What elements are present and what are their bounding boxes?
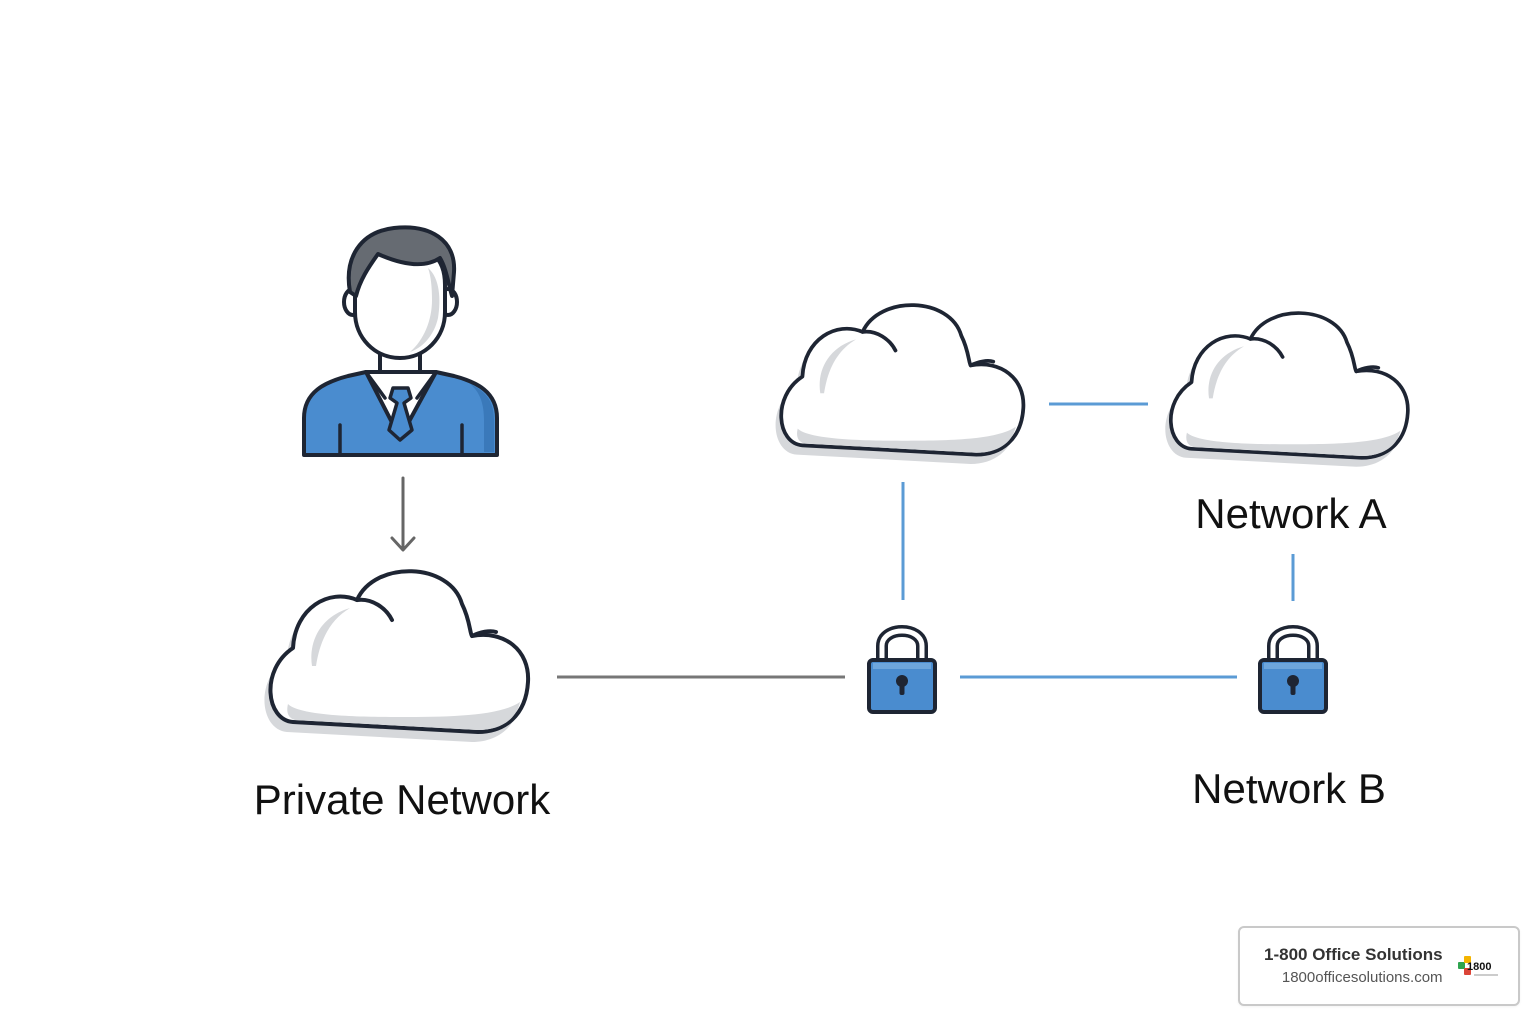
upper-cloud-icon (773, 303, 1026, 466)
company-logo-icon: 1800 (1458, 956, 1498, 976)
logo-text: 1800 (1467, 961, 1491, 973)
private-network-label: Private Network (254, 776, 551, 823)
badge-url: 1800officesolutions.com (1281, 968, 1443, 986)
lock-right-icon (1260, 631, 1326, 712)
badge-title: 1-800 Office Solutions (1264, 945, 1443, 965)
lock-left-icon (869, 631, 935, 712)
badge-text-group: 1-800 Office Solutions 1800officesolutio… (1264, 945, 1443, 986)
network-b-label: Network B (1192, 765, 1386, 812)
source-badge[interactable]: 1-800 Office Solutions 1800officesolutio… (1238, 926, 1520, 1006)
network-a-cloud-icon (1163, 311, 1410, 469)
private-network-cloud-icon (262, 569, 531, 744)
user-avatar-icon (302, 225, 499, 457)
user-to-private-arrow (390, 476, 416, 552)
network-a-label: Network A (1195, 490, 1386, 537)
connectors (390, 402, 1295, 679)
